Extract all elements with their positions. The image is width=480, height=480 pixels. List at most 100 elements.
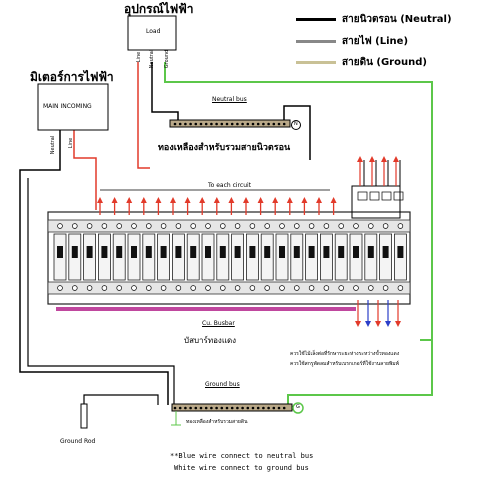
- ground-rod-wire: [83, 394, 159, 408]
- breaker-screw-bottom: [249, 285, 256, 291]
- breaker-toggle: [249, 246, 256, 258]
- ground-rod: [80, 403, 88, 429]
- breaker-screw-top: [294, 223, 300, 229]
- breaker-toggle: [131, 246, 137, 258]
- breaker-screw-bottom: [205, 285, 211, 291]
- ground-rod-label: Ground Rod: [60, 438, 96, 445]
- bus-hole: [277, 122, 281, 126]
- bus-hole: [220, 122, 224, 126]
- breaker-screw-bottom: [101, 285, 108, 291]
- bus-hole: [178, 122, 182, 126]
- breaker-toggle: [116, 246, 123, 258]
- bus-hole: [241, 122, 244, 126]
- neutral-wire-meter: [19, 130, 169, 405]
- panel-top-rail: [47, 219, 411, 233]
- bus-hole: [241, 406, 244, 410]
- rcbo-module: [393, 191, 404, 201]
- circuit-arrow-head: [184, 197, 191, 203]
- breaker-toggle: [205, 246, 211, 258]
- panel-bottom-rail: [47, 281, 411, 295]
- breaker-toggle: [101, 246, 108, 258]
- bus-hole: [184, 406, 187, 410]
- bus-hole: [199, 122, 203, 126]
- bus-hole: [251, 122, 255, 126]
- bus-hole: [246, 122, 250, 126]
- meter-wire-line: Line: [68, 137, 75, 149]
- breaker-toggle: [71, 246, 78, 258]
- load-label: Load: [146, 28, 161, 35]
- breaker-screw-bottom: [160, 285, 167, 291]
- circuit-arrow-head: [155, 197, 162, 203]
- breaker-screw-top: [397, 223, 404, 229]
- bus-hole: [236, 406, 239, 410]
- breaker-screw-top: [116, 223, 122, 229]
- circuit-arrow-head: [257, 197, 264, 203]
- side-note-line2: ควรใช้สกรูพัดลมสำหรับเบรกเกอร์ที่ใช้งานล…: [290, 361, 399, 367]
- breaker-toggle: [219, 246, 226, 258]
- bus-hole: [262, 406, 265, 410]
- rcbo-module: [369, 191, 380, 201]
- breaker-screw-top: [323, 223, 330, 229]
- cu-busbar: [56, 307, 356, 311]
- meter-box-label: MAIN INCOMING: [43, 103, 92, 110]
- ground-bus-symbol: G: [296, 404, 300, 410]
- neutral-wire-load: [151, 62, 179, 120]
- breaker-screw-top: [131, 223, 137, 229]
- breaker-screw-top: [279, 223, 285, 229]
- circuit-arrow-head: [97, 197, 103, 203]
- cu-busbar-label: Cu. Busbar: [202, 320, 235, 327]
- bus-hole: [267, 406, 270, 410]
- breaker-toggle: [308, 246, 315, 258]
- breaker-toggle: [353, 246, 359, 258]
- bottom-arrow-head: [375, 321, 381, 327]
- breaker-toggle: [145, 246, 152, 258]
- breaker-toggle: [264, 246, 271, 258]
- breaker-screw-top: [353, 223, 359, 229]
- breaker-screw-bottom: [294, 285, 300, 291]
- breaker-screw-bottom: [190, 285, 196, 291]
- to-each-circuit-label: To each circuit: [206, 182, 254, 189]
- circuit-arrow-head: [286, 197, 293, 203]
- breaker-screw-bottom: [220, 285, 226, 291]
- breaker-screw-top: [382, 223, 389, 229]
- breaker-screw-top: [72, 223, 78, 229]
- breaker-screw-bottom: [116, 285, 122, 291]
- circuit-arrow-head: [170, 197, 176, 203]
- rcbo-module: [357, 191, 368, 201]
- breaker-screw-top: [86, 223, 93, 229]
- breaker-screw-bottom: [175, 285, 182, 291]
- breaker-toggle: [382, 246, 389, 258]
- circuit-arrow-head: [301, 197, 308, 203]
- breaker-screw-top: [205, 223, 211, 229]
- meter-wire-neutral: Neutral: [50, 135, 57, 155]
- breaker-screw-bottom: [279, 285, 285, 291]
- cu-busbar-caption: บัสบาร์ทองแดง: [184, 336, 237, 345]
- bus-hole: [210, 122, 213, 126]
- load-wire-line: Line: [136, 51, 143, 63]
- meter-title: มิเตอร์การไฟฟ้า: [30, 70, 114, 84]
- breaker-screw-top: [264, 223, 270, 229]
- bottom-arrow-head: [355, 321, 361, 327]
- bus-hole: [225, 122, 229, 126]
- load-wire-ground: Ground: [164, 49, 171, 69]
- breaker-toggle: [175, 246, 182, 258]
- legend-line-label: สายไฟ (Line): [342, 36, 409, 47]
- breaker-toggle: [367, 246, 374, 258]
- bottom-arrow-head: [385, 321, 391, 327]
- load-wire-neutral: Neutral: [149, 49, 156, 69]
- breaker-screw-top: [160, 223, 167, 229]
- ground-bus-terminal-icon: [292, 402, 304, 414]
- ground-bus-label: Ground bus: [205, 381, 240, 388]
- breaker-screw-top: [249, 223, 256, 229]
- bus-hole: [184, 122, 187, 126]
- breaker-screw-bottom: [264, 285, 270, 291]
- breaker-toggle: [57, 246, 63, 258]
- line-wire-to-load: [137, 62, 150, 169]
- bus-hole: [277, 406, 281, 410]
- bus-hole: [282, 122, 286, 126]
- circuit-arrow-head: [199, 197, 206, 203]
- legend-line-line: [296, 40, 336, 43]
- bus-hole: [194, 406, 198, 410]
- breaker-screw-top: [220, 223, 226, 229]
- bus-hole: [204, 122, 208, 126]
